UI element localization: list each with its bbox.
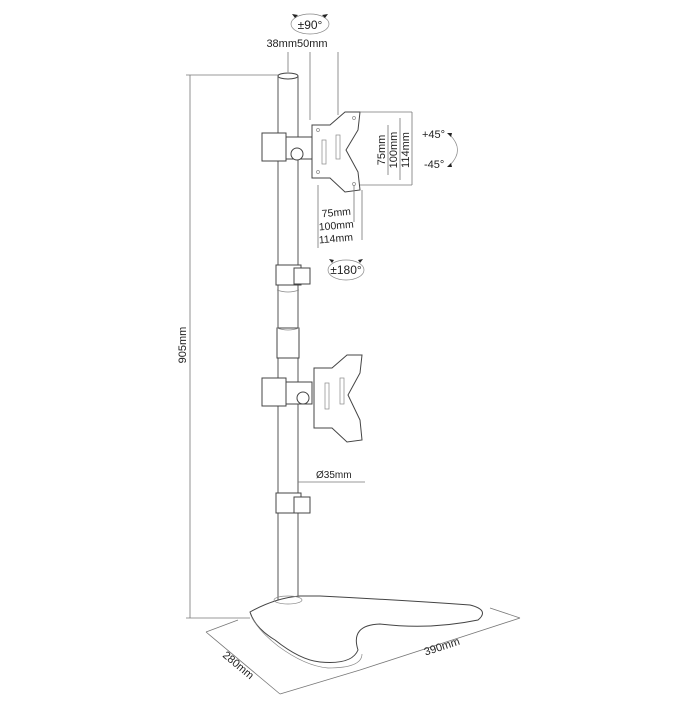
rotation-45-annotation: +45° -45° xyxy=(422,129,458,171)
vesa-h-100-label: 100mm xyxy=(318,218,354,233)
vesa-vertical-dimensions: 75mm 100mm 114mm xyxy=(360,111,413,186)
vesa-horizontal-dimensions: 75mm 100mm 114mm xyxy=(317,185,363,248)
tilt-90-label: ±90° xyxy=(298,18,323,32)
upper-clamp-ring xyxy=(275,264,311,286)
vesa-h-114-label: 114mm xyxy=(318,232,353,247)
height-905-label: 905mm xyxy=(177,327,189,364)
base-390-label: 390mm xyxy=(423,636,462,659)
swivel-180-label: ±180° xyxy=(330,263,362,277)
diameter-35-label: Ø35mm xyxy=(316,470,352,481)
pole-diameter-annotation: Ø35mm xyxy=(298,470,365,483)
base-280-label: 280mm xyxy=(220,649,256,682)
vesa-v-114-label: 114mm xyxy=(400,132,412,168)
lower-vesa-bracket xyxy=(261,354,363,443)
rotation-minus-45-label: -45° xyxy=(424,159,444,171)
offset-annotation: 38mm 50mm xyxy=(266,38,339,120)
offset-50-label: 50mm xyxy=(297,38,328,50)
lower-clamp-ring xyxy=(275,492,311,514)
swivel-180-annotation: ±180° xyxy=(327,259,365,281)
vesa-v-100-label: 100mm xyxy=(388,132,400,169)
stand-base xyxy=(249,595,483,669)
upper-vesa-bracket xyxy=(261,111,361,193)
offset-38-label: 38mm xyxy=(266,38,297,50)
rotation-plus-45-label: +45° xyxy=(422,129,445,141)
height-dimension: 905mm xyxy=(177,74,288,619)
tilt-90-annotation: ±90° xyxy=(290,13,330,35)
vesa-h-75-label: 75mm xyxy=(321,206,351,221)
vesa-v-75-label: 75mm xyxy=(376,135,388,166)
